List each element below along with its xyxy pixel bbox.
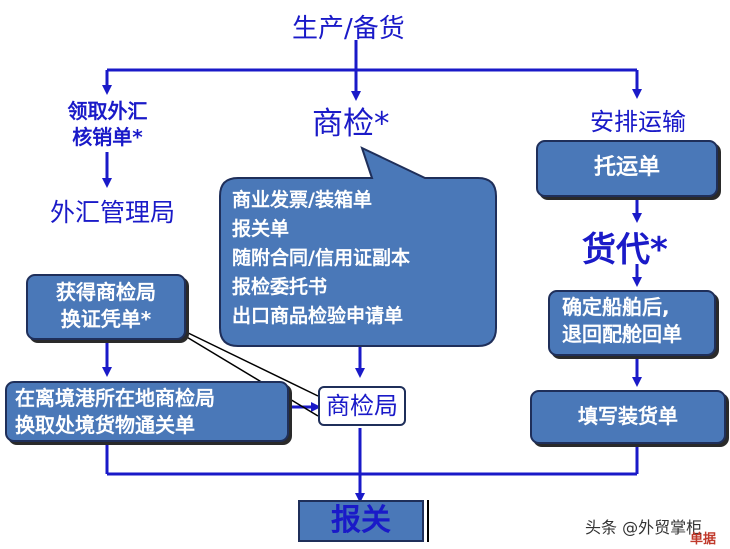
- top-title: 生产/备货: [292, 14, 405, 44]
- document-item: 报关单: [232, 218, 290, 240]
- left-label-line1: 领取外汇: [67, 99, 148, 123]
- left-label-line2: 核销单*: [72, 125, 143, 149]
- forwarder-label: 货代*: [582, 230, 668, 270]
- forex-bureau-label: 外汇管理局: [50, 198, 176, 227]
- document-item: 随附合同/信用证副本: [232, 247, 410, 269]
- customs-declaration-box: 报关: [298, 500, 424, 542]
- shipping-order-box: 填写装货单: [530, 390, 726, 444]
- inspection-documents-list: 商业发票/装箱单 报关单 随附合同/信用证副本 报检委托书 出口商品检验申请单: [232, 186, 410, 331]
- confirm-vessel-box: 确定船舶后, 退回配舱回单: [548, 290, 716, 356]
- document-item: 出口商品检验申请单: [232, 305, 404, 327]
- callout-bubble: [219, 146, 497, 347]
- confirm-vessel-line1: 确定船舶后,: [562, 295, 670, 319]
- exchange-clearance-line2: 换取处境货物通关单: [15, 413, 195, 437]
- document-item: 报检委托书: [232, 276, 328, 298]
- shipping-order-label: 填写装货单: [578, 404, 678, 428]
- consignment-box: 托运单: [536, 140, 718, 197]
- exchange-clearance-box: 在离境港所在地商检局 换取处境货物通关单: [5, 381, 289, 442]
- watermark: 头条 @外贸掌柜: [585, 518, 703, 537]
- confirm-vessel-line2: 退回配舱回单: [562, 322, 682, 346]
- consignment-label: 托运单: [593, 155, 660, 180]
- watermark-corner: 单据: [690, 532, 717, 547]
- get-certificate-line1: 获得商检局: [56, 280, 156, 304]
- inspection-label: 商检*: [312, 106, 390, 142]
- left-label: 领取外汇 核销单*: [40, 98, 175, 150]
- transport-label: 安排运输: [590, 108, 686, 136]
- inspection-bureau-box: 商检局: [318, 386, 406, 426]
- get-certificate-box: 获得商检局 换证凭单*: [26, 274, 186, 340]
- exchange-clearance-line1: 在离境港所在地商检局: [15, 386, 215, 410]
- document-item: 商业发票/装箱单: [232, 189, 372, 211]
- get-certificate-line2: 换证凭单*: [60, 307, 152, 331]
